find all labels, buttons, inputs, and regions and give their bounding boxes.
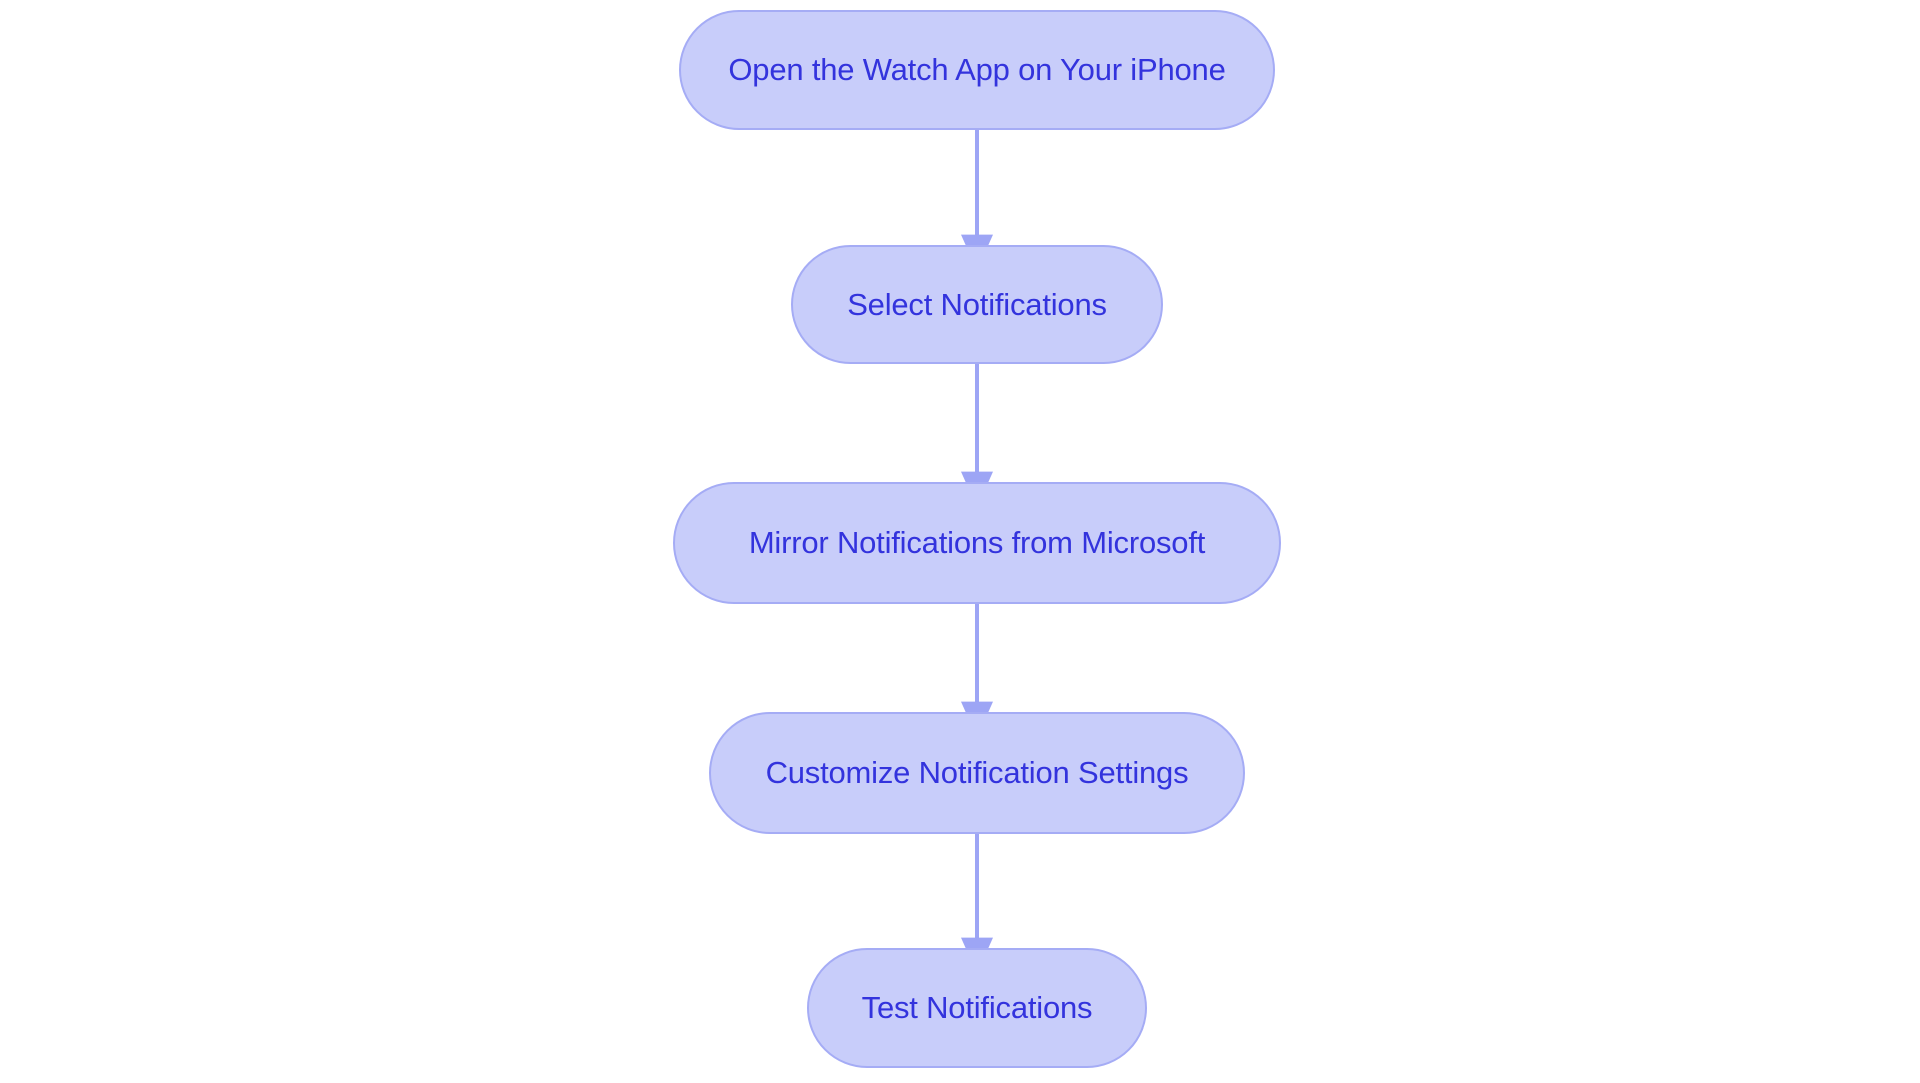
flow-node-test-notifications[interactable]: Test Notifications [807, 948, 1147, 1068]
flow-node-open-watch-app[interactable]: Open the Watch App on Your iPhone [679, 10, 1275, 130]
flow-node-label: Customize Notification Settings [765, 755, 1189, 791]
flow-node-mirror-notifications[interactable]: Mirror Notifications from Microsoft [673, 482, 1281, 604]
flow-node-label: Open the Watch App on Your iPhone [728, 52, 1226, 88]
flow-node-label: Select Notifications [847, 286, 1107, 322]
flow-node-customize-settings[interactable]: Customize Notification Settings [709, 712, 1245, 834]
flow-node-select-notifications[interactable]: Select Notifications [791, 245, 1163, 364]
flow-node-label: Mirror Notifications from Microsoft [748, 525, 1206, 561]
flow-node-label: Test Notifications [861, 990, 1093, 1026]
